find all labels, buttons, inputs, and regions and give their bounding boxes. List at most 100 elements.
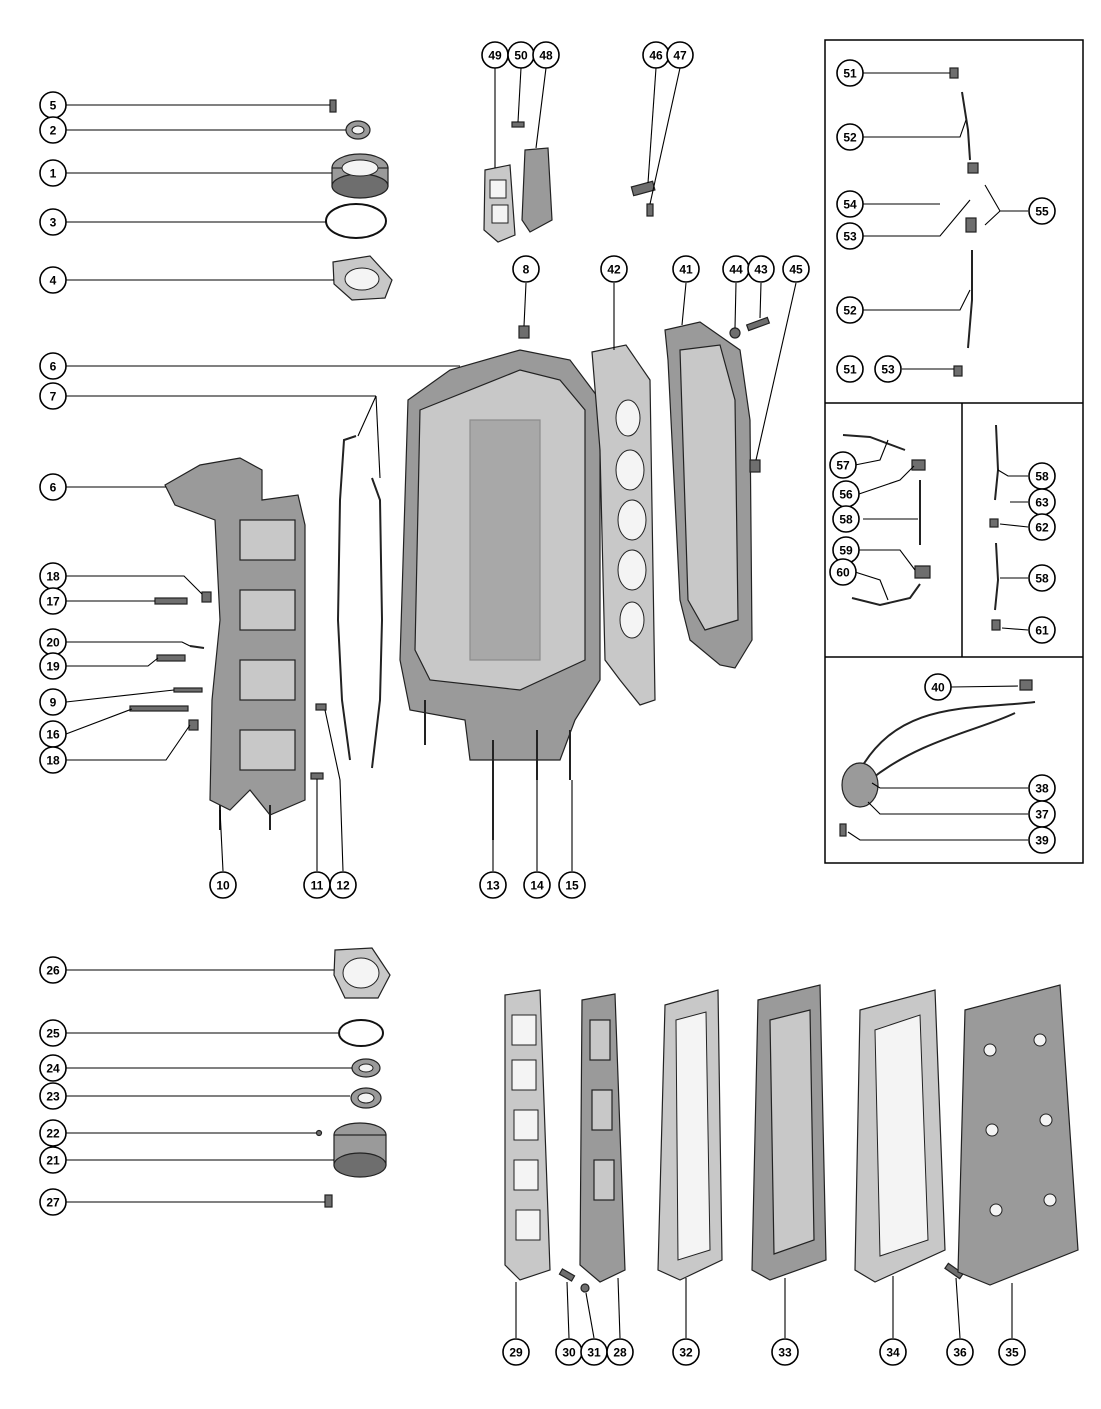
- seal-part-23: [350, 1087, 382, 1109]
- callout-number: 23: [46, 1090, 60, 1104]
- callout-12: 12: [329, 871, 357, 899]
- callout-number: 34: [886, 1346, 900, 1360]
- cover-part-48: [521, 147, 553, 233]
- callout-48: 48: [532, 41, 560, 69]
- callout-number: 53: [881, 363, 895, 377]
- callout-number: 4: [50, 274, 57, 288]
- callout-number: 2: [50, 124, 57, 138]
- callout-number: 18: [46, 754, 60, 768]
- callout-number: 20: [46, 636, 60, 650]
- washer-part-31: [580, 1283, 590, 1293]
- callout-circle: [832, 505, 860, 533]
- crankcase-half-part-6: [164, 457, 306, 830]
- callout-46: 46: [642, 41, 670, 69]
- callout-number: 15: [565, 879, 579, 893]
- callout-number: 45: [789, 263, 803, 277]
- callout-23: 23: [39, 1082, 67, 1110]
- callout-circle: [502, 1338, 530, 1366]
- callout-number: 38: [1035, 782, 1049, 796]
- plug-part-45: [749, 459, 761, 473]
- callout-18a: 18: [39, 562, 67, 590]
- callout-13: 13: [479, 871, 507, 899]
- callout-number: 18: [46, 570, 60, 584]
- callout-6a: 6: [39, 352, 67, 380]
- callout-25: 25: [39, 1019, 67, 1047]
- callout-26: 26: [39, 956, 67, 984]
- callout-61: 61: [1028, 616, 1056, 644]
- callout-number: 36: [953, 1346, 967, 1360]
- callout-number: 33: [778, 1346, 792, 1360]
- callout-35: 35: [998, 1338, 1026, 1366]
- callout-circle: [836, 59, 864, 87]
- callout-4: 4: [39, 266, 67, 294]
- callout-7: 7: [39, 382, 67, 410]
- callout-number: 52: [843, 131, 857, 145]
- callout-58b: 58: [1028, 462, 1056, 490]
- callout-number: 3: [50, 216, 57, 230]
- callout-circle: [39, 1019, 67, 1047]
- callout-number: 35: [1005, 1346, 1019, 1360]
- fitting-assembly-inset: [842, 424, 1001, 631]
- callout-number: 27: [46, 1196, 60, 1210]
- callout-number: 37: [1035, 808, 1049, 822]
- callout-38: 38: [1028, 774, 1056, 802]
- callout-44: 44: [722, 255, 750, 283]
- screw-part-50: [511, 121, 525, 128]
- callout-circle: [672, 255, 700, 283]
- callout-number: 56: [839, 488, 853, 502]
- callout-number: 14: [530, 879, 544, 893]
- o-ring-part-3: [325, 203, 387, 239]
- callout-circle: [924, 673, 952, 701]
- callout-circle: [39, 587, 67, 615]
- callout-19: 19: [39, 652, 67, 680]
- callout-51a: 51: [836, 59, 864, 87]
- callout-40: 40: [924, 673, 952, 701]
- callout-number: 31: [587, 1346, 601, 1360]
- callout-circle: [946, 1338, 974, 1366]
- leader-lines: [65, 67, 1029, 1339]
- callout-3: 3: [39, 208, 67, 236]
- plug-part-8: [518, 325, 530, 339]
- callout-45: 45: [782, 255, 810, 283]
- bolt-part-30: [558, 1268, 576, 1282]
- callout-circle: [836, 123, 864, 151]
- callout-number: 42: [607, 263, 621, 277]
- callout-39: 39: [1028, 826, 1056, 854]
- head-gasket-part-42: [591, 344, 656, 706]
- callout-circle: [998, 1338, 1026, 1366]
- gasket-part-32: [657, 989, 723, 1281]
- dowel-part-12: [315, 703, 327, 711]
- callout-circle: [39, 116, 67, 144]
- callout-28: 28: [606, 1338, 634, 1366]
- gasket-part-26: [333, 947, 391, 999]
- screw-part-5: [329, 99, 337, 113]
- callout-number: 58: [1035, 572, 1049, 586]
- cylinder-head-part-41: [664, 321, 753, 669]
- callout-49: 49: [481, 41, 509, 69]
- callout-22: 22: [39, 1119, 67, 1147]
- callout-63: 63: [1028, 488, 1056, 516]
- callout-number: 51: [843, 363, 857, 377]
- gasket-part-34: [854, 989, 946, 1283]
- callout-37: 37: [1028, 800, 1056, 828]
- callout-circle: [836, 355, 864, 383]
- callout-58a: 58: [832, 505, 860, 533]
- callout-52a: 52: [836, 123, 864, 151]
- callout-number: 47: [673, 49, 687, 63]
- callout-52b: 52: [836, 296, 864, 324]
- callout-number: 9: [50, 696, 57, 710]
- callout-53a: 53: [836, 222, 864, 250]
- callout-41: 41: [672, 255, 700, 283]
- callout-6b: 6: [39, 473, 67, 501]
- callout-8: 8: [512, 255, 540, 283]
- callout-circle: [39, 746, 67, 774]
- screw-part-47: [646, 203, 654, 217]
- callout-circle: [1028, 826, 1056, 854]
- callout-24: 24: [39, 1054, 67, 1082]
- callout-number: 10: [216, 879, 230, 893]
- callout-60: 60: [829, 558, 857, 586]
- callout-number: 13: [486, 879, 500, 893]
- callout-circle: [39, 1188, 67, 1216]
- callout-20: 20: [39, 628, 67, 656]
- callout-33: 33: [771, 1338, 799, 1366]
